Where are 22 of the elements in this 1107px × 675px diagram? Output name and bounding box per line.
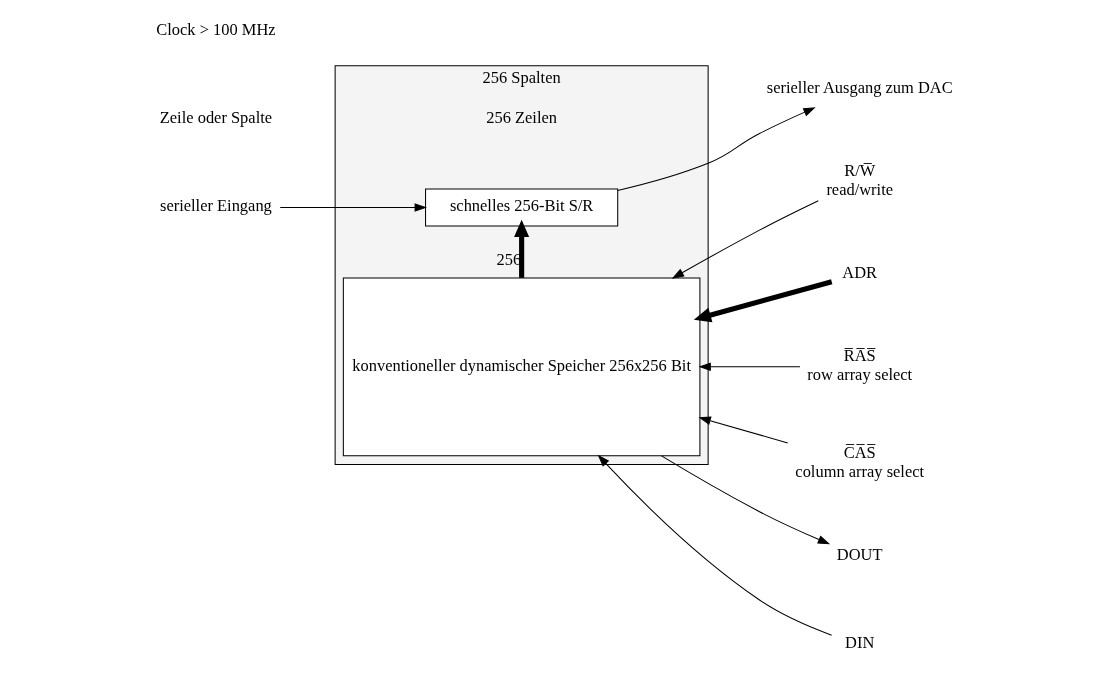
node-text: ADR bbox=[841, 263, 877, 283]
node-box: konventioneller dynamischer Speicher 256x256 Bit bbox=[342, 277, 700, 457]
arrow bbox=[698, 416, 788, 444]
arrow bbox=[513, 219, 529, 278]
node-text: DOUT bbox=[836, 544, 883, 564]
node-text: R̅A̅S̅ row array select bbox=[806, 346, 912, 384]
label: Zeile oder Spalte bbox=[159, 108, 272, 128]
arrow bbox=[671, 200, 819, 279]
label: Clock > 100 MHz bbox=[155, 19, 276, 39]
node-text: serieller Ausgang zum DAC bbox=[766, 78, 953, 98]
arrow bbox=[597, 454, 832, 636]
arrow bbox=[279, 203, 427, 212]
node-label: 256 Zeilen bbox=[485, 108, 557, 128]
node-text: C̅A̅S̅ column array select bbox=[794, 443, 924, 481]
arrow bbox=[660, 455, 830, 545]
node-text: serieller Eingang bbox=[159, 196, 272, 216]
arrow bbox=[693, 279, 832, 323]
arrow bbox=[616, 107, 816, 191]
arrow bbox=[697, 362, 800, 372]
node-box: schnelles 256-Bit S/R bbox=[424, 188, 618, 227]
node-text: DIN bbox=[844, 633, 874, 653]
node-text: R/W̅ read/write bbox=[825, 161, 893, 199]
